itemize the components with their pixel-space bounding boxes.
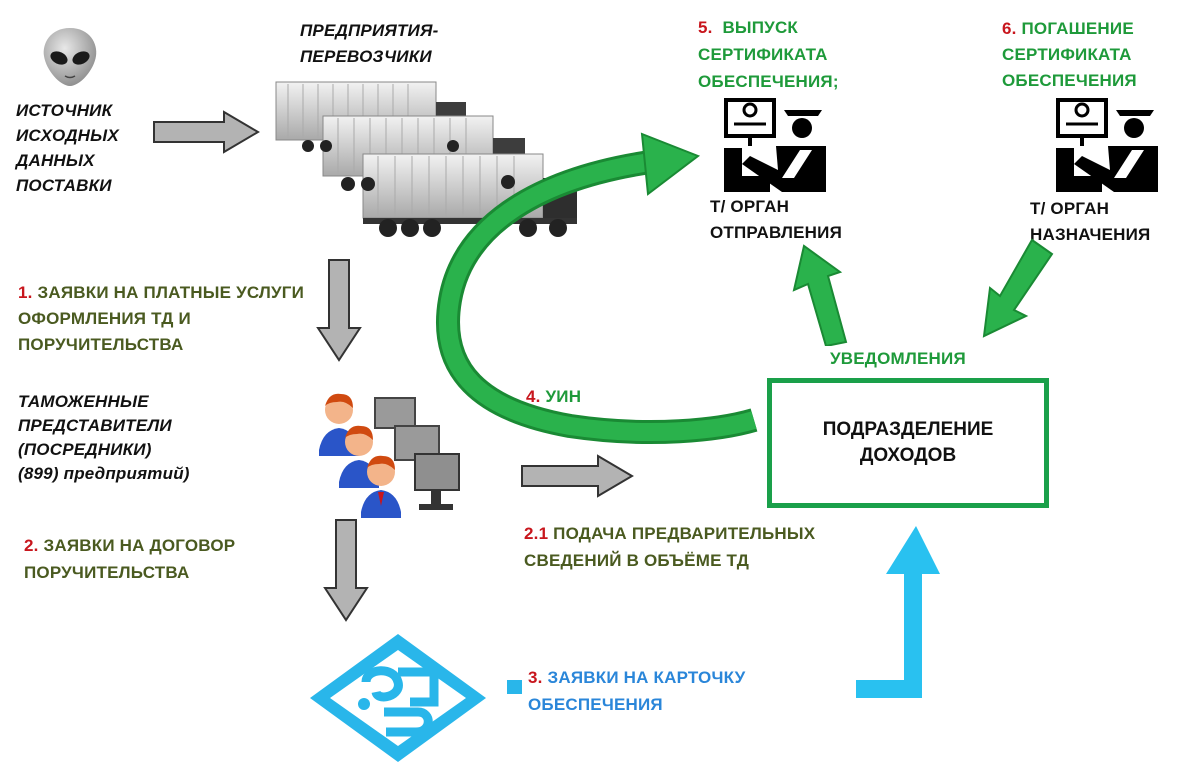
customs-officer-icon: [1056, 98, 1158, 192]
representatives-count: (899) предприятий): [18, 464, 190, 483]
source-label: ИСТОЧНИК ИСХОДНЫХ ДАННЫХ ПОСТАВКИ: [16, 101, 119, 195]
step21-text: 2.1 ПОДАЧА ПРЕДВАРИТЕЛЬНЫХ СВЕДЕНИЙ В ОБ…: [524, 524, 816, 570]
arrow-notify-destination: [982, 238, 1054, 338]
step5-text: 5. ВЫПУСК СЕРТИФИКАТА ОБЕСПЕЧЕНИЯ;: [698, 18, 839, 91]
arrow-cyan-to-income: [856, 526, 940, 698]
income-unit-box: ПОДРАЗДЕЛЕНИЕ ДОХОДОВ: [767, 378, 1049, 508]
cyan-connector: [507, 680, 522, 694]
notifications-label: УВЕДОМЛЕНИЯ: [830, 349, 966, 368]
arrow-right-to-income: [521, 454, 634, 498]
step4-text: 4. УИН: [526, 387, 582, 406]
carriers-label: ПРЕДПРИЯТИЯ-ПЕРЕВОЗЧИКИ: [300, 21, 439, 66]
logo-icon: [310, 634, 486, 762]
arrow-notify-origin: [792, 244, 848, 346]
arrow-down-representatives: [323, 519, 369, 622]
people-computer-icon: [319, 393, 460, 518]
arrow-down-carriers: [316, 259, 362, 362]
green-curved-arrow: [436, 132, 758, 445]
alien-icon: [43, 28, 97, 86]
step3-text: 3. ЗАЯВКИ НА КАРТОЧКУ ОБЕСПЕЧЕНИЯ: [528, 668, 746, 714]
destination-office-label: Т/ ОРГАН НАЗНАЧЕНИЯ: [1030, 199, 1151, 244]
customs-officer-icon: [724, 98, 826, 192]
representatives-label: ТАМОЖЕННЫЕ ПРЕДСТАВИТЕЛИ (ПОСРЕДНИКИ): [18, 392, 172, 459]
income-unit-label: ПОДРАЗДЕЛЕНИЕ ДОХОДОВ: [822, 419, 994, 466]
arrow-source-to-carriers: [153, 110, 260, 154]
origin-office-label: Т/ ОРГАН ОТПРАВЛЕНИЯ: [710, 197, 842, 242]
step1-text: 1. ЗАЯВКИ НА ПЛАТНЫЕ УСЛУГИ ОФОРМЛЕНИЯ Т…: [18, 283, 305, 354]
step2-text: 2. ЗАЯВКИ НА ДОГОВОР ПОРУЧИТЕЛЬСТВА: [24, 536, 236, 582]
step6-text: 6. ПОГАШЕНИЕ СЕРТИФИКАТА ОБЕСПЕЧЕНИЯ: [1002, 19, 1137, 90]
